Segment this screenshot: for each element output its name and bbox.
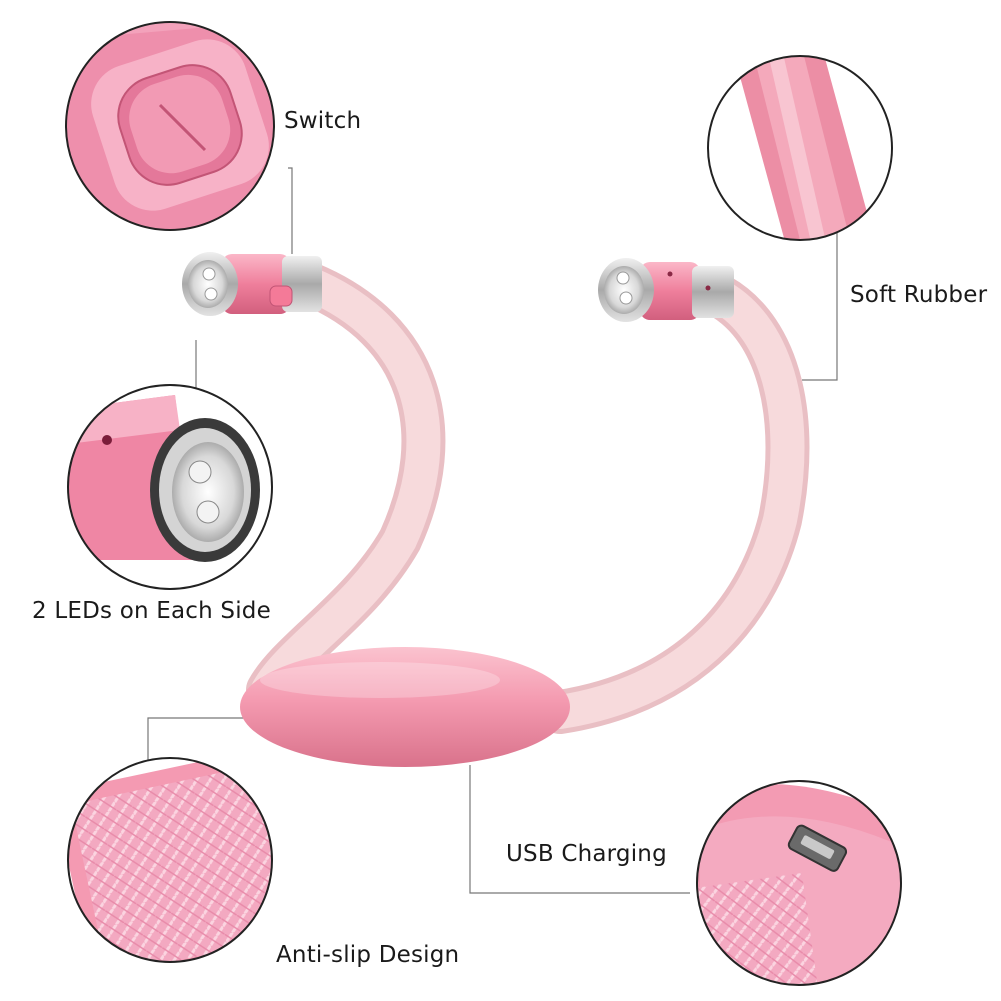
leader-lines <box>147 167 838 894</box>
switch-label: Switch <box>284 108 362 134</box>
right-lamp-head <box>598 258 734 322</box>
usb-charging-label: USB Charging <box>506 841 667 867</box>
usb-port-detail-icon <box>696 780 902 986</box>
neck-light-product <box>182 252 810 767</box>
anti-slip-leader-line <box>147 717 244 780</box>
leds-label: 2 LEDs on Each Side <box>32 598 271 624</box>
usb-leader-line <box>469 765 690 894</box>
switch-leader-line <box>288 167 293 254</box>
anti-slip-label: Anti-slip Design <box>276 942 460 968</box>
rubber-detail-icon <box>707 55 893 241</box>
switch-detail-icon <box>65 21 275 231</box>
left-lamp-head <box>182 252 322 316</box>
led-detail-icon <box>67 384 273 590</box>
neck-body <box>240 647 570 767</box>
rubber-leader-line <box>802 230 838 381</box>
soft-rubber-label: Soft Rubber <box>850 282 988 308</box>
